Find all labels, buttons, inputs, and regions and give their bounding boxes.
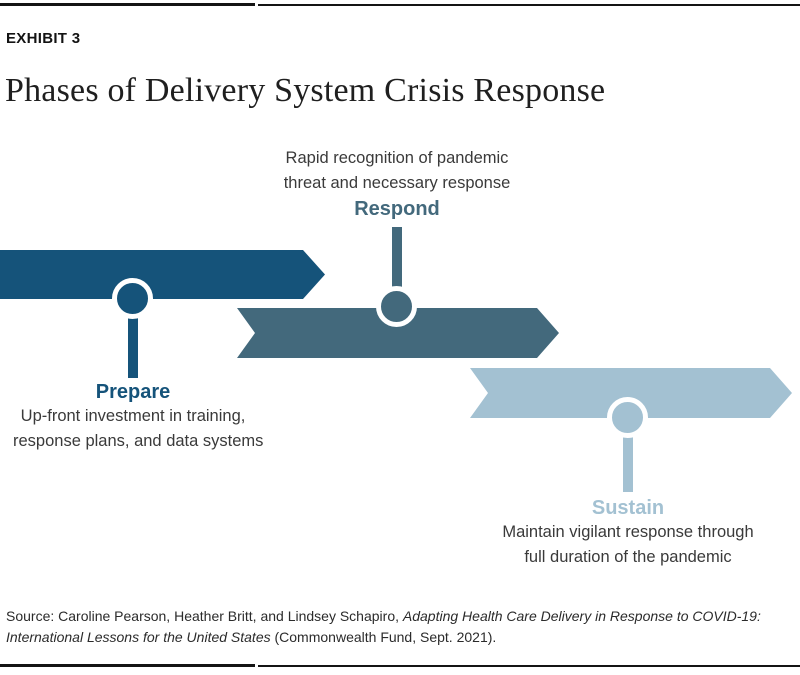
prepare-description-line2: response plans, and data systems [13, 432, 264, 450]
respond-description-line1: Rapid recognition of pandemic [285, 149, 509, 167]
exhibit-label: EXHIBIT 3 [6, 30, 81, 47]
prepare-label: Prepare [95, 381, 171, 403]
prepare-connector-stem [128, 299, 138, 378]
top-rule-left [0, 3, 255, 6]
prepare-description-line1: Up-front investment in training, [20, 407, 246, 425]
respond-node-circle [376, 286, 417, 327]
prepare-node-circle [112, 278, 153, 319]
respond-text-block: Rapid recognition of pandemic threat and… [247, 146, 547, 221]
prepare-arrow [0, 250, 325, 299]
source-line1: Source: Caroline Pearson, Heather Britt,… [6, 606, 786, 627]
sustain-connector-stem [623, 418, 633, 492]
sustain-text-block: Sustain Maintain vigilant response throu… [478, 496, 778, 570]
prepare-text-block: Prepare Up-front investment in training,… [13, 380, 264, 454]
prepare-description: Up-front investment in training, respons… [13, 404, 264, 454]
source-line2-regular: (Commonwealth Fund, Sept. 2021). [270, 629, 497, 645]
bottom-rule-left [0, 664, 255, 667]
respond-label: Respond [354, 198, 440, 220]
respond-description-line2: threat and necessary response [283, 174, 511, 192]
sustain-node-circle [607, 397, 648, 438]
top-rule-right [258, 4, 800, 6]
respond-connector-stem [392, 227, 402, 307]
source-line1-regular: Source: Caroline Pearson, Heather Britt,… [6, 608, 403, 624]
sustain-description-line2: full duration of the pandemic [524, 548, 732, 566]
sustain-description-line1: Maintain vigilant response through [502, 523, 754, 541]
page-title: Phases of Delivery System Crisis Respons… [5, 72, 606, 109]
source-line1-italic: Adapting Health Care Delivery in Respons… [402, 608, 761, 624]
source-citation: Source: Caroline Pearson, Heather Britt,… [6, 606, 786, 648]
source-line2-italic: International Lessons for the United Sta… [6, 629, 271, 645]
source-line2: International Lessons for the United Sta… [6, 627, 786, 648]
bottom-rule-right [258, 665, 800, 667]
sustain-label: Sustain [591, 497, 665, 519]
sustain-description: Maintain vigilant response through full … [478, 520, 778, 570]
respond-description: Rapid recognition of pandemic threat and… [247, 146, 547, 196]
